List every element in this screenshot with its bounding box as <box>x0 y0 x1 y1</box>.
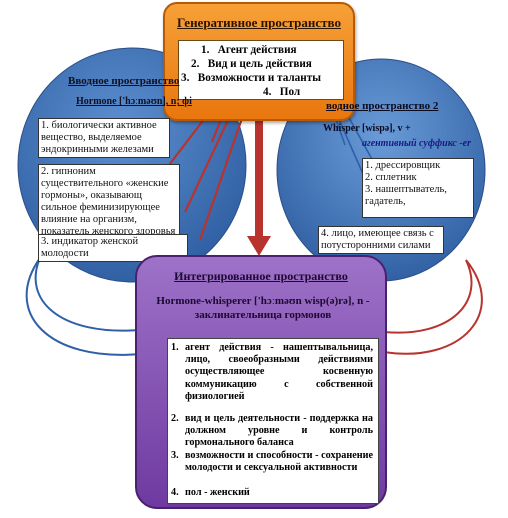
generic-item-label: Возможности и таланты <box>197 72 321 84</box>
generic-space-title: Генеративное пространство <box>177 15 341 30</box>
integrated-space-box: Интегрированное пространство Hormone-whi… <box>135 255 387 509</box>
integrated-space-list: 1. агент действия - нашептывальница, лиц… <box>167 338 379 504</box>
input-space-2-suffix-note: агентивный суффикс -er <box>362 138 472 149</box>
generic-item-number: 4. <box>263 86 272 98</box>
integrated-item-number: 4. <box>171 487 179 498</box>
input-space-2-meaning-1: 1. дрессировщик <box>365 160 441 171</box>
integrated-item-text: возможности и способности - сохранение м… <box>185 450 373 474</box>
input-space-2-word: Whisper [wispə], v + <box>323 123 411 134</box>
generic-item-number: 3. <box>181 72 190 84</box>
integrated-item-text: пол - женский <box>185 487 250 498</box>
generic-item-2: 2. Вид и цель действия <box>191 58 312 70</box>
input-space-2-meaning-2: 2. сплетник <box>365 172 417 184</box>
generic-item-3: 3. Возможности и таланты <box>181 72 321 84</box>
generic-space-box: Генеративное пространство 1. Агент дейст… <box>163 2 355 121</box>
integrated-item-number: 1. <box>171 342 179 353</box>
generic-space-list: 1. Агент действия 2. Вид и цель действия… <box>178 40 344 100</box>
vertical-arrow-head <box>247 236 271 256</box>
integrated-item-number: 3. <box>171 450 179 461</box>
generic-item-label: Агент действия <box>217 44 297 56</box>
generic-item-number: 1. <box>201 44 210 56</box>
integrated-item-text: агент действия - нашептывальница, лицо, … <box>185 342 373 402</box>
input-space-1-meaning-2: 2. гипноним существительного «женские го… <box>38 164 180 241</box>
input-space-2-title: водное пространство 2 <box>326 100 439 112</box>
input-space-1-title: Вводное пространство <box>68 75 180 87</box>
input-space-1-word: Hormone ['hɔːməʊn], n; фі <box>76 96 192 107</box>
input-space-1-meaning-1: 1. биологически активное вещество, выдел… <box>38 118 170 159</box>
integrated-space-title: Интегрированное пространство <box>174 269 348 283</box>
generic-item-4: 4. Пол <box>263 86 300 98</box>
integrated-item-number: 2. <box>171 413 179 424</box>
generic-item-label: Пол <box>279 86 301 98</box>
generic-item-1: 1. Агент действия <box>201 44 297 56</box>
input-space-2-meanings-box: 1. дрессировщик 2. сплетник 3. нашептыва… <box>362 158 474 218</box>
vertical-arrow-shaft <box>255 121 263 239</box>
integrated-item-text: вид и цель деятельности - поддержка на д… <box>185 413 373 449</box>
generic-item-number: 2. <box>191 58 200 70</box>
input-space-2-meaning-3: 3. нашептыватель, гадатель, <box>365 184 447 208</box>
integrated-space-word: Hormone-whisperer ['hɔːməʊn wisp(ə)rə], … <box>156 295 370 321</box>
generic-item-label: Вид и цель действия <box>207 58 312 70</box>
input-space-2-meaning-4: 4. лицо, имеющее связь с потусторонними … <box>318 226 444 255</box>
